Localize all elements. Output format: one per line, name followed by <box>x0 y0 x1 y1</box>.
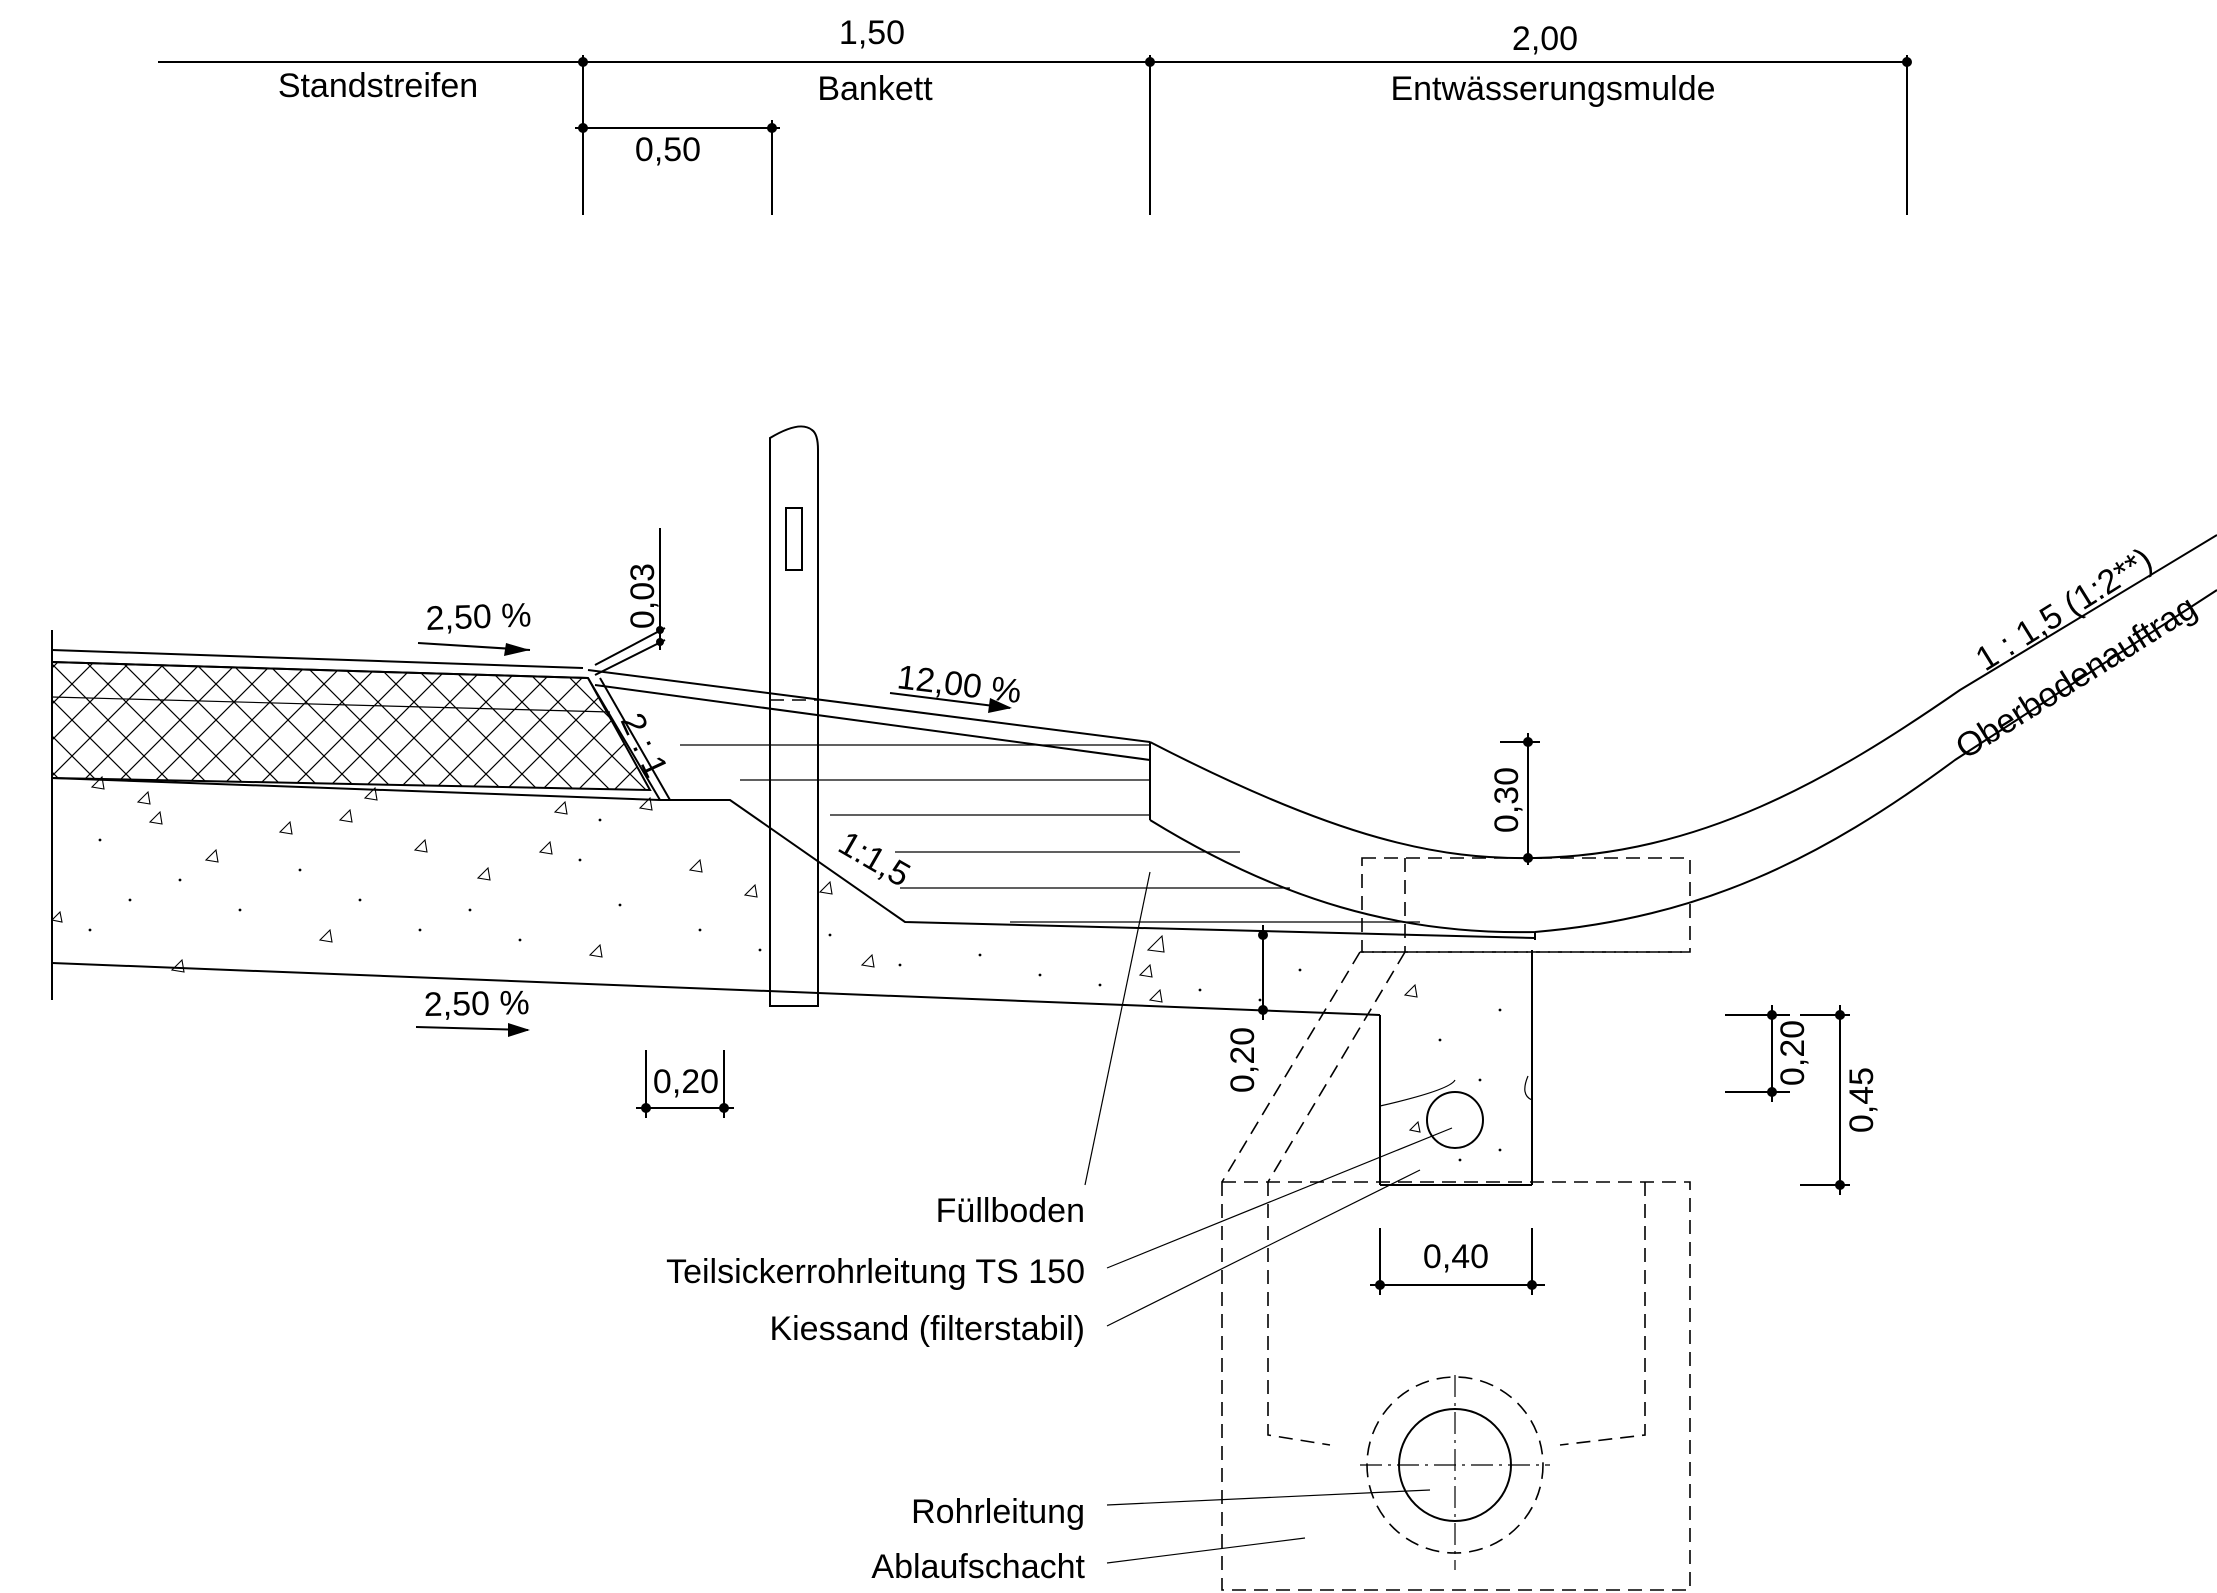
dim-trench-depth: 0,45 <box>1843 1067 1881 1133</box>
callout-drain-pipe: Teilsickerrohrleitung TS 150 <box>666 1253 1085 1291</box>
sand-specks <box>88 818 1502 1162</box>
dim-mulde-depth: 0,30 <box>1488 767 1526 833</box>
dimension-marks: 0,03 0,20 0,30 0,20 0,40 0,20 <box>594 528 1881 1295</box>
callout-pipe: Rohrleitung <box>911 1493 1085 1531</box>
callout-manhole: Ablaufschacht <box>871 1548 1085 1586</box>
slope-annotations: 2,50 % 12,00 % 2,50 % 2 : 1 1:1,5 1 : 1,… <box>415 540 2203 1037</box>
slope-bankett: 12,00 % <box>895 658 1023 711</box>
callouts: Füllboden Teilsickerrohrleitung TS 150 K… <box>666 871 1453 1586</box>
callout-fill: Füllboden <box>936 1192 1085 1230</box>
top-dimension-chain: 1,50 2,00 Standstreifen Bankett Entwässe… <box>158 14 1912 215</box>
slope-standstreifen: 2,50 % <box>425 596 532 638</box>
dim-step: 0,03 <box>624 563 662 629</box>
dim-trench-offset: 0,20 <box>1224 1027 1262 1093</box>
bankett-label: Bankett <box>817 70 933 108</box>
guide-post <box>769 425 819 1007</box>
pavement-layers <box>51 630 671 1000</box>
dim-pipe-cover: 0,20 <box>1774 1020 1812 1086</box>
slope-shoulder: 1:1,5 <box>832 824 916 895</box>
bankett-layers <box>587 534 2217 940</box>
offset-dimension: 0,50 <box>635 131 701 169</box>
manhole <box>1221 857 1691 1591</box>
dim-post-width: 0,20 <box>653 1063 719 1101</box>
aggregate-symbols <box>50 775 1421 1133</box>
dim-trench-width: 0,40 <box>1423 1238 1489 1276</box>
callout-gravel: Kiessand (filterstabil) <box>769 1310 1085 1348</box>
bankett-width-dimension: 1,50 <box>839 14 905 52</box>
subbase-layer <box>50 775 1536 1186</box>
mulde-width-dimension: 2,00 <box>1512 20 1578 58</box>
slope-subgrade: 2,50 % <box>423 984 530 1024</box>
drain-trench <box>1221 951 1690 1183</box>
drain-pipe-icon <box>1426 1091 1484 1149</box>
standstreifen-label: Standstreifen <box>278 67 478 105</box>
entwaesserungsmulde-label: Entwässerungsmulde <box>1390 70 1715 108</box>
